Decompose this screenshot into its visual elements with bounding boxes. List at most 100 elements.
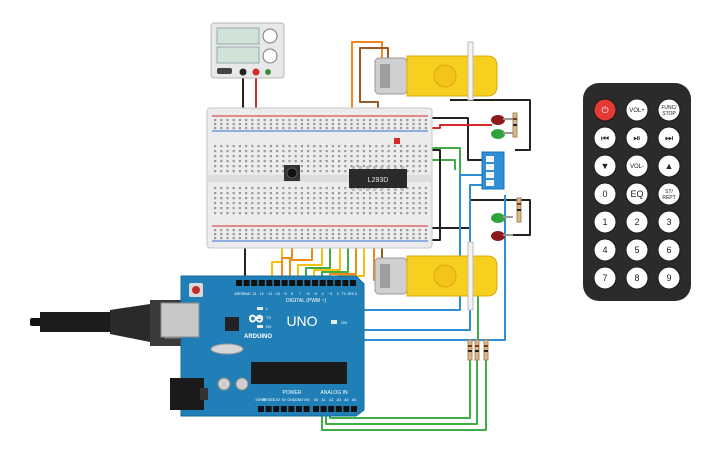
- header-pin[interactable]: [274, 280, 280, 286]
- breadboard-hole: [294, 145, 297, 148]
- breadboard[interactable]: [206, 107, 433, 249]
- remote-button-st-rept[interactable]: ST/REPT: [657, 182, 681, 206]
- breadboard-hole: [387, 160, 390, 163]
- breadboard-hole: [251, 233, 254, 236]
- header-pin[interactable]: [296, 406, 302, 412]
- resistor-bottom-2[interactable]: [474, 339, 480, 361]
- remote-button-digit-1[interactable]: 1: [593, 210, 617, 234]
- wire-orange-a[interactable]: [281, 245, 293, 282]
- header-pin[interactable]: [304, 280, 311, 286]
- psu-knob-voltage[interactable]: [262, 28, 278, 44]
- remote-button-digit-4[interactable]: 4: [593, 238, 617, 262]
- breadboard-hole: [220, 155, 223, 158]
- motor-bottom[interactable]: [374, 241, 498, 311]
- header-pin[interactable]: [328, 406, 335, 412]
- led-green-bottom[interactable]: [491, 213, 513, 223]
- remote-button-digit-3[interactable]: 3: [657, 210, 681, 234]
- wire-black-right-loop[interactable]: [450, 99, 531, 151]
- breadboard-hole: [257, 155, 260, 158]
- led-red-top[interactable]: [491, 115, 513, 125]
- motor-top[interactable]: [374, 41, 498, 101]
- breadboard-hole: [356, 192, 359, 195]
- l293d-chip[interactable]: L293D: [349, 166, 407, 191]
- header-pin[interactable]: [289, 280, 296, 286]
- header-pin[interactable]: [320, 406, 327, 412]
- resistor-bottom-3[interactable]: [483, 339, 489, 361]
- header-pin[interactable]: [265, 406, 272, 412]
- header-pin[interactable]: [296, 280, 303, 286]
- breadboard-hole: [232, 127, 235, 130]
- remote-button-eq[interactable]: EQ: [625, 182, 649, 206]
- header-pin[interactable]: [350, 280, 356, 286]
- header-pin[interactable]: [343, 406, 350, 412]
- arduino-power-jack[interactable]: [170, 378, 204, 410]
- psu-terminal-black[interactable]: [239, 68, 247, 76]
- remote-button-play-pause[interactable]: ⏯: [625, 126, 649, 150]
- breadboard-hole: [424, 160, 427, 163]
- remote-button-digit-5[interactable]: 5: [625, 238, 649, 262]
- arduino-uno[interactable]: ∞ ARDUINO UNO DIGITAL (PWM ~) POWER ANAL…: [160, 275, 365, 417]
- remote-button-digit-7[interactable]: 7: [593, 266, 617, 290]
- remote-button-next[interactable]: ⏭: [657, 126, 681, 150]
- breadboard-hole: [288, 202, 291, 205]
- header-pin[interactable]: [258, 280, 265, 286]
- header-pin[interactable]: [313, 406, 319, 412]
- dip-switch[interactable]: [481, 151, 505, 190]
- arduino-usb-port[interactable]: [160, 302, 200, 338]
- breadboard-hole: [257, 160, 260, 163]
- resistor-bottom-1[interactable]: [467, 339, 473, 361]
- remote-button-digit-0[interactable]: 0: [593, 182, 617, 206]
- header-pin[interactable]: [327, 280, 334, 286]
- header-pin[interactable]: [266, 280, 273, 286]
- header-pin[interactable]: [281, 280, 288, 286]
- wire-black-right-top[interactable]: [398, 117, 485, 161]
- resistor-top[interactable]: [512, 112, 518, 138]
- header-pin[interactable]: [319, 280, 326, 286]
- breadboard-hole: [424, 123, 427, 126]
- remote-button-up[interactable]: ▲: [657, 154, 681, 178]
- header-pin[interactable]: [335, 406, 342, 412]
- header-pin[interactable]: [280, 406, 287, 412]
- remote-button-digit-6[interactable]: 6: [657, 238, 681, 262]
- header-pin[interactable]: [303, 406, 310, 412]
- header-pin[interactable]: [243, 280, 250, 286]
- remote-button-vol-up[interactable]: VOL+: [625, 98, 649, 122]
- header-pin[interactable]: [312, 280, 318, 286]
- wire-yellow-b[interactable]: [297, 240, 323, 282]
- header-pin[interactable]: [342, 280, 349, 286]
- led-red-bottom[interactable]: [491, 231, 513, 241]
- header-pin[interactable]: [251, 280, 258, 286]
- remote-button-func-stop[interactable]: FUNC/STOP: [657, 98, 681, 122]
- remote-button-vol-down[interactable]: VOL-: [625, 154, 649, 178]
- remote-button-digit-2[interactable]: 2: [625, 210, 649, 234]
- breadboard-hole: [418, 155, 421, 158]
- remote-button-digit-9[interactable]: 9: [657, 266, 681, 290]
- breadboard-hole: [393, 150, 396, 153]
- push-button[interactable]: [284, 165, 300, 181]
- remote-button-power[interactable]: ⏻: [593, 98, 617, 122]
- wire-orange-b[interactable]: [289, 240, 313, 282]
- wire-black-right-lower[interactable]: [420, 199, 531, 236]
- wire-green-a[interactable]: [305, 240, 331, 282]
- header-pin[interactable]: [258, 406, 264, 412]
- psu-knob-current[interactable]: [262, 48, 278, 64]
- header-pin[interactable]: [236, 280, 242, 286]
- header-pin[interactable]: [288, 406, 295, 412]
- breadboard-hole: [406, 170, 409, 173]
- wire-green-analog-3[interactable]: [321, 360, 487, 431]
- remote-button-digit-8[interactable]: 8: [625, 266, 649, 290]
- led-green-top[interactable]: [491, 129, 513, 139]
- header-pin[interactable]: [334, 280, 341, 286]
- wire-blue-c[interactable]: [338, 195, 506, 341]
- remote-button-prev[interactable]: ⏮: [593, 126, 617, 150]
- power-supply[interactable]: [210, 22, 285, 79]
- remote-button-down[interactable]: ▼: [593, 154, 617, 178]
- psu-terminal-red[interactable]: [252, 68, 260, 76]
- header-pin[interactable]: [273, 406, 280, 412]
- header-pin[interactable]: [351, 406, 357, 412]
- resistor-middle[interactable]: [516, 197, 522, 223]
